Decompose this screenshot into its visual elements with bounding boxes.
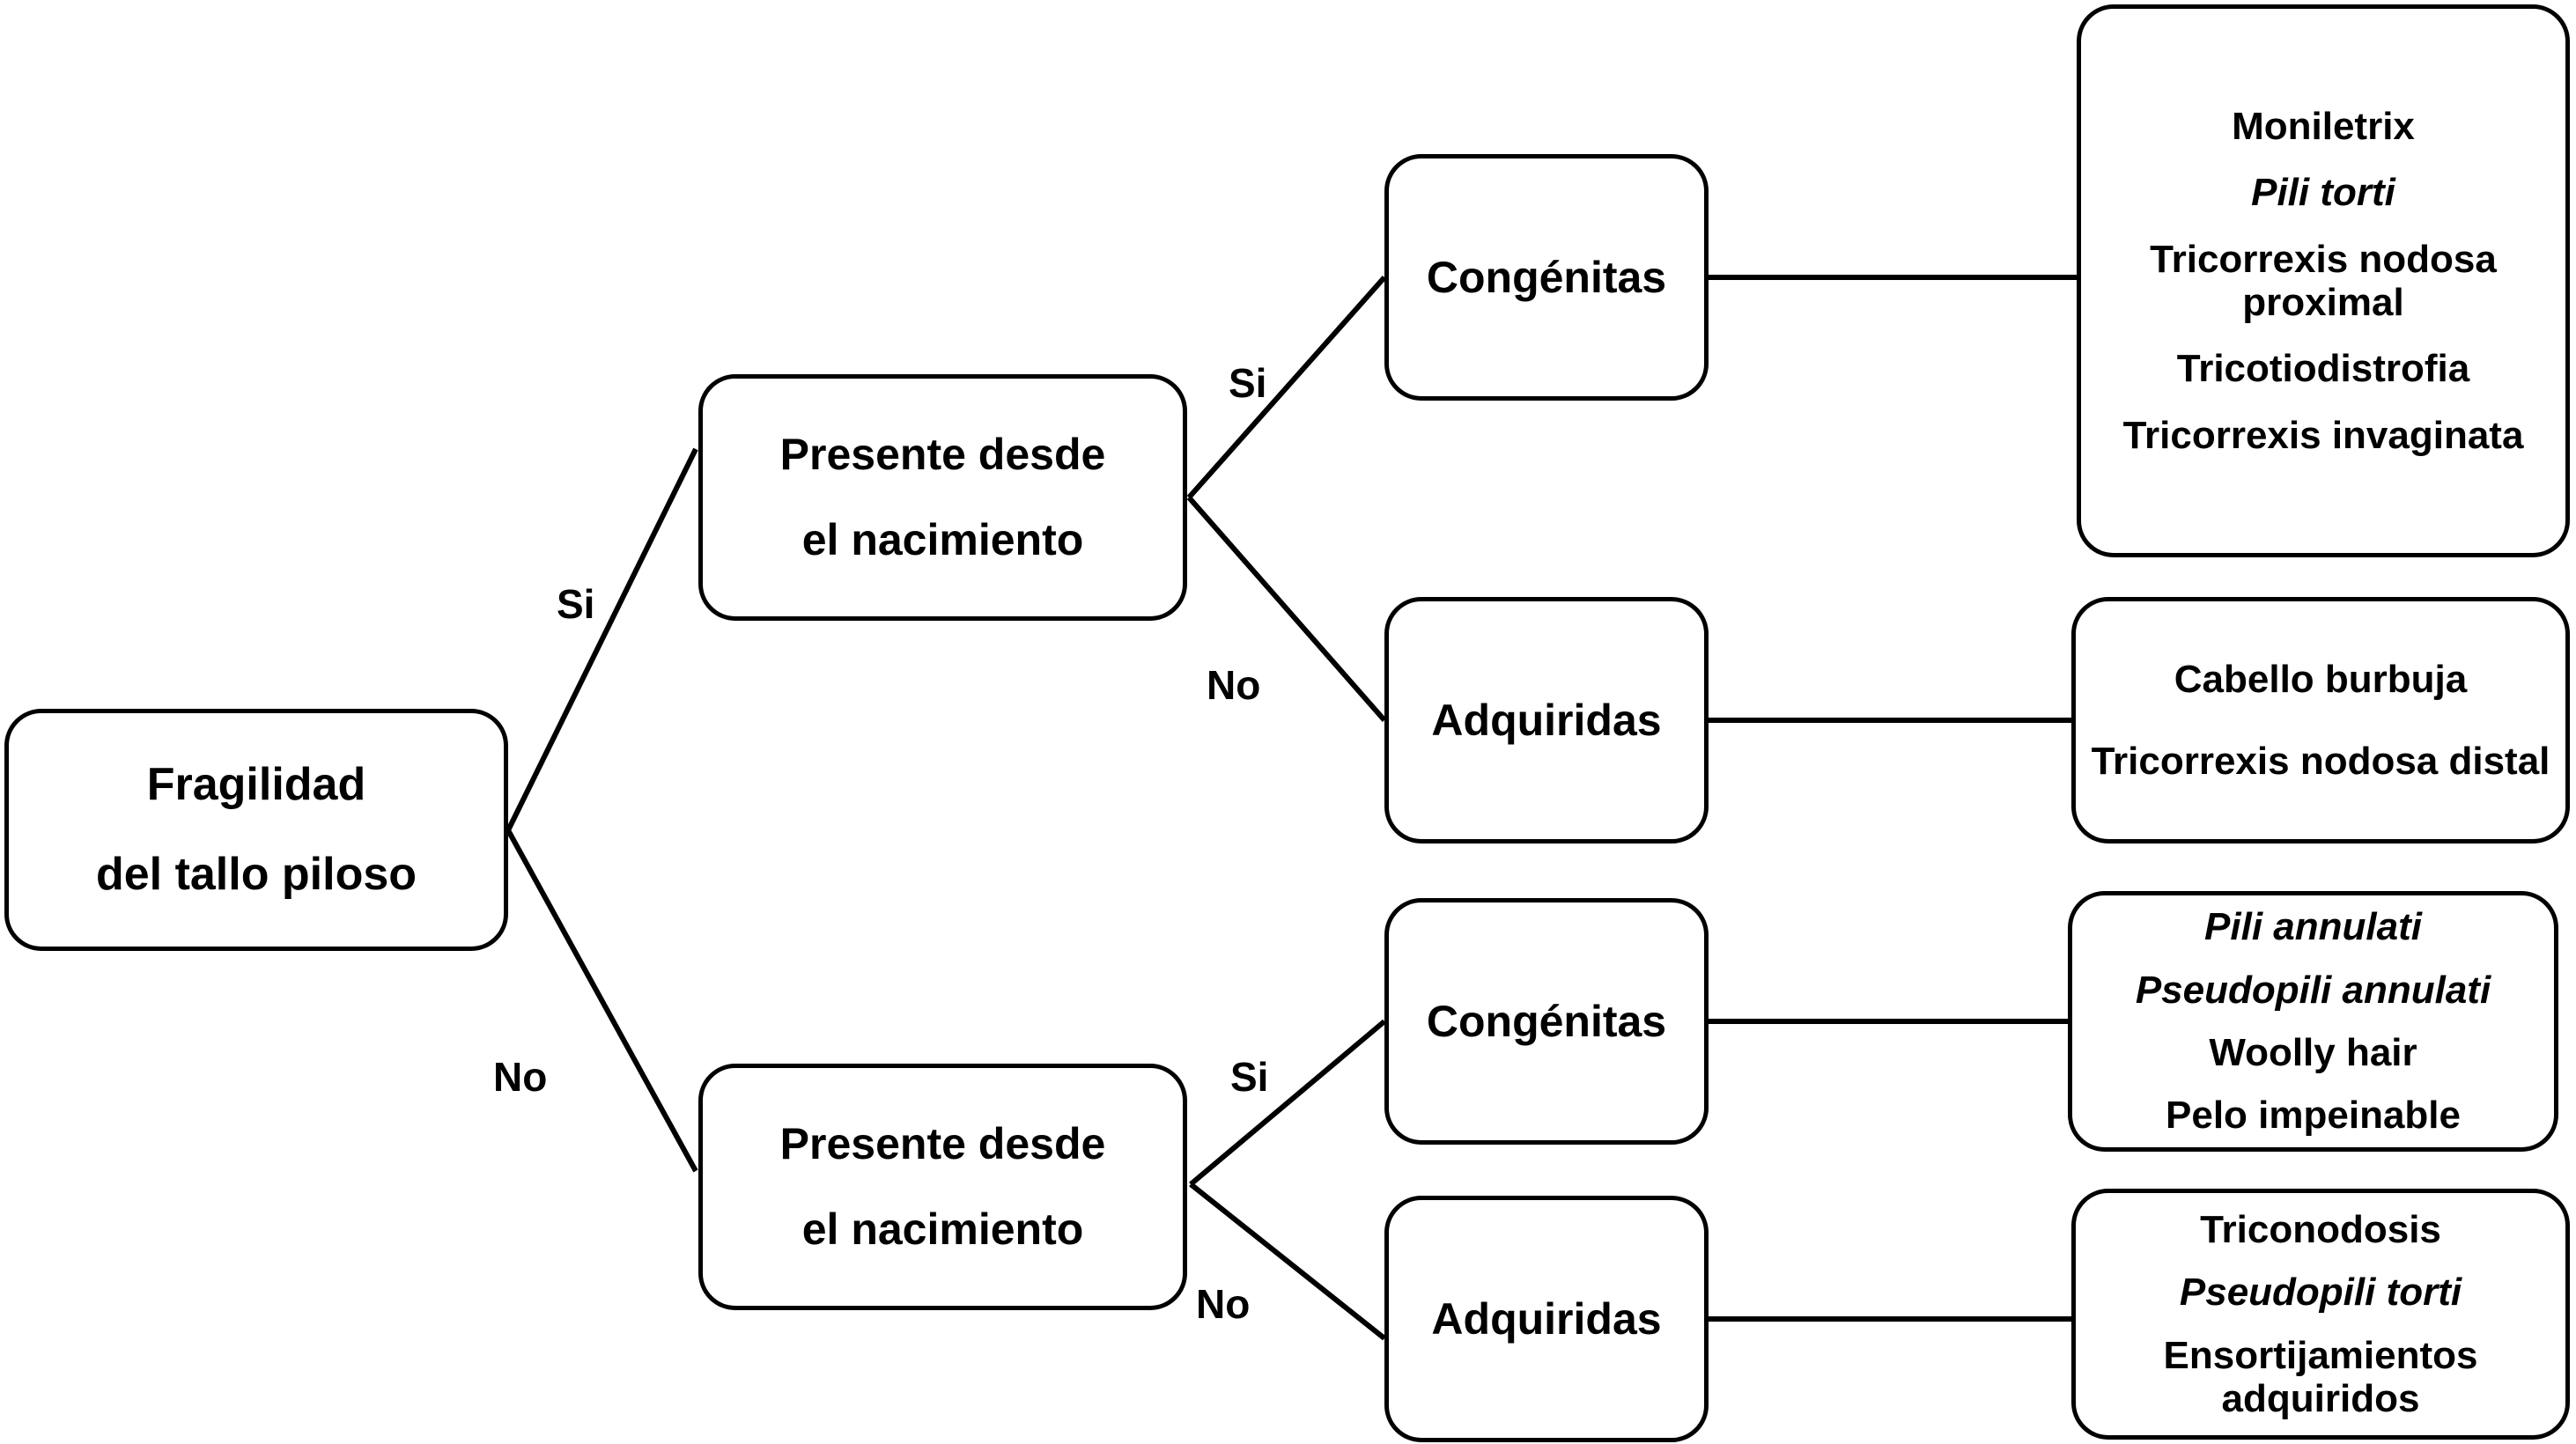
edge-label-root-no: No: [493, 1054, 548, 1100]
node-root-line1: Fragilidad: [146, 759, 366, 811]
node-congenitas-upper[interactable]: Congénitas: [1384, 154, 1709, 401]
node-adquiridas-upper-label: Adquiridas: [1431, 696, 1662, 745]
leaf-item: Woolly hair: [2209, 1031, 2417, 1074]
leaf-item: proximal: [2242, 281, 2404, 324]
node-adquiridas-upper[interactable]: Adquiridas: [1384, 597, 1709, 844]
node-root[interactable]: Fragilidad del tallo piloso: [4, 709, 508, 951]
leaf-item: Ensortijamientos: [2163, 1333, 2478, 1377]
node-root-line2: del tallo piloso: [95, 848, 417, 900]
node-leaf-lower-adquiridas[interactable]: Triconodosis Pseudopili torti Ensortijam…: [2071, 1189, 2570, 1440]
edge-upper-yes: [1186, 276, 1387, 499]
node-adquiridas-lower[interactable]: Adquiridas: [1384, 1196, 1709, 1442]
leaf-item: Tricorrexis nodosa: [2150, 237, 2497, 281]
leaf-item: Tricorrexis invaginata: [2122, 413, 2524, 457]
node-adquiridas-lower-label: Adquiridas: [1431, 1294, 1662, 1344]
leaf-item: Pili annulati: [2204, 905, 2422, 949]
node-congenitas-lower[interactable]: Congénitas: [1384, 898, 1709, 1145]
leaf-item: Tricotiodistrofia: [2176, 347, 2470, 391]
leaf-item: Pseudopili torti: [2179, 1271, 2462, 1315]
edge-root-no: [506, 829, 698, 1173]
node-leaf-upper-adquiridas[interactable]: Cabello burbuja Tricorrexis nodosa dista…: [2071, 597, 2570, 844]
leaf-item: Moniletrix: [2232, 105, 2415, 149]
leaf-item: Tricorrexis nodosa distal: [2091, 740, 2550, 783]
edge-label-root-yes: Si: [557, 581, 595, 627]
node-congenitas-upper-label: Congénitas: [1426, 253, 1667, 302]
edge-label-lower-no: No: [1196, 1281, 1251, 1327]
leaf-item: Pili torti: [2251, 171, 2395, 215]
node-decision-lower[interactable]: Presente desde el nacimiento: [698, 1064, 1187, 1310]
node-decision-upper[interactable]: Presente desde el nacimiento: [698, 374, 1187, 621]
edge-label-lower-yes: Si: [1230, 1054, 1269, 1100]
edge-lower-yes: [1189, 1019, 1386, 1187]
leaf-item: Cabello burbuja: [2174, 657, 2468, 701]
node-decision-lower-line2: el nacimiento: [801, 1205, 1084, 1254]
node-leaf-lower-congenitas[interactable]: Pili annulati Pseudopili annulati Woolly…: [2068, 891, 2558, 1152]
leaf-item: Triconodosis: [2200, 1207, 2441, 1251]
node-decision-upper-line1: Presente desde: [779, 429, 1106, 479]
leaf-item: adquiridos: [2221, 1376, 2420, 1420]
node-leaf-upper-congenitas[interactable]: Moniletrix Pili torti Tricorrexis nodosa…: [2077, 4, 2570, 557]
leaf-item: Pseudopili annulati: [2135, 968, 2491, 1012]
edge-label-upper-yes: Si: [1229, 360, 1267, 406]
edge-label-upper-no: No: [1207, 662, 1261, 708]
edge-root-yes: [506, 447, 698, 832]
leaf-item: Pelo impeinable: [2166, 1094, 2461, 1138]
node-decision-lower-line1: Presente desde: [779, 1118, 1106, 1168]
node-decision-upper-line2: el nacimiento: [801, 515, 1084, 564]
node-congenitas-lower-label: Congénitas: [1426, 997, 1667, 1046]
